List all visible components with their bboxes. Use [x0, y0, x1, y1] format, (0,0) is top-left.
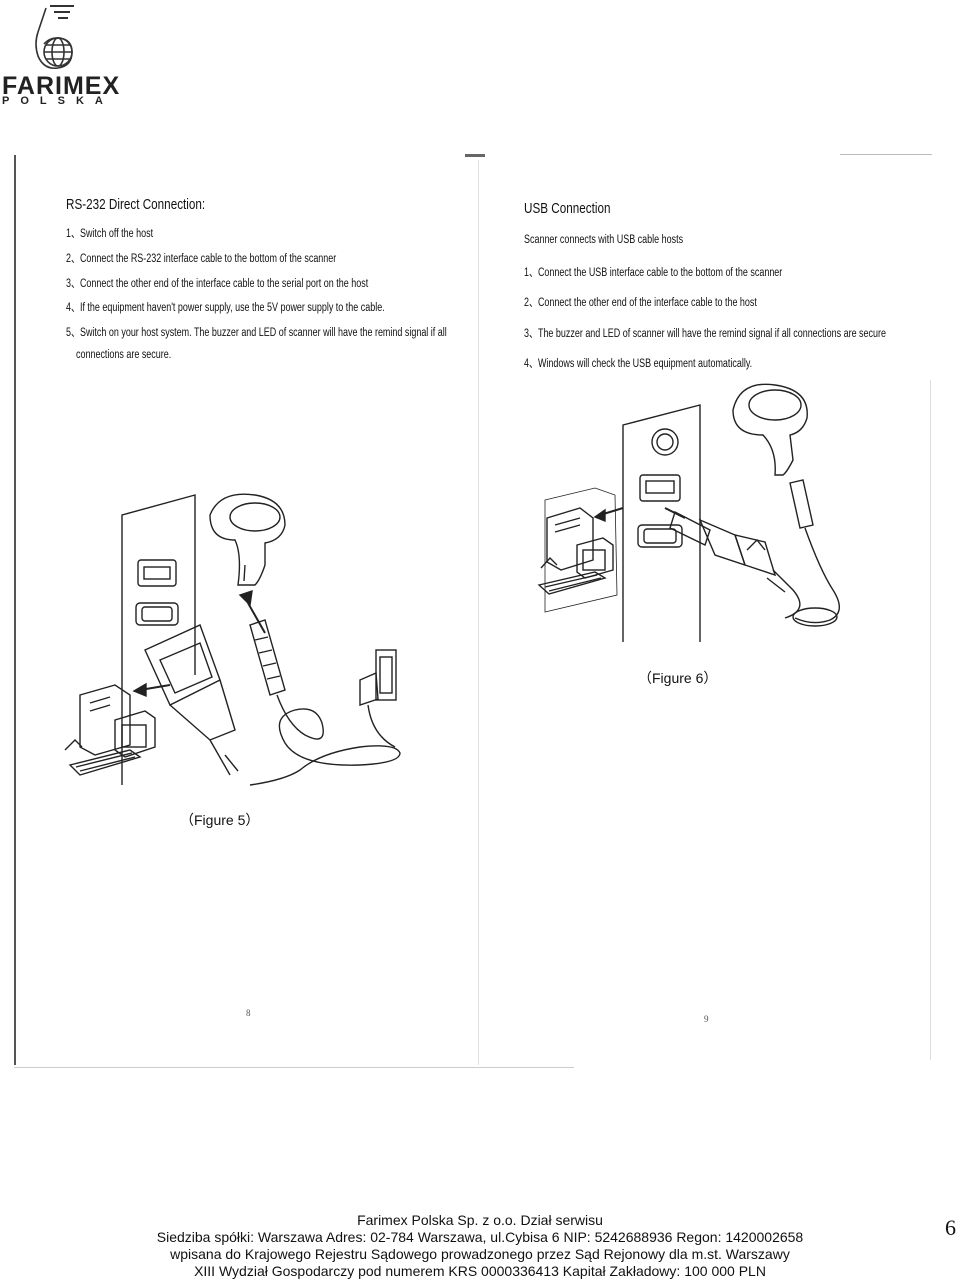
scanned-manual-pages [14, 152, 934, 1070]
usb-step: 4、Windows will check the USB equipment a… [524, 358, 753, 370]
rs232-step: 3、Connect the other end of the interface… [66, 278, 369, 290]
scan-edge [465, 154, 485, 157]
usb-intro: Scanner connects with USB cable hosts [524, 234, 684, 246]
usb-step: 1、Connect the USB interface cable to the… [524, 267, 783, 279]
rs232-title: RS-232 Direct Connection: [66, 196, 206, 213]
usb-step: 3、The buzzer and LED of scanner will hav… [524, 328, 886, 340]
footer-line-registry: wpisana do Krajowego Rejestru Sądowego p… [170, 1246, 790, 1262]
page-fold [478, 160, 479, 1065]
footer-line-capital: XIII Wydział Gospodarczy pod numerem KRS… [194, 1263, 766, 1279]
company-logo: FARIMEX POLSKA [0, 0, 120, 112]
left-page-number: 8 [246, 1008, 251, 1018]
rs232-step: 2、Connect the RS-232 interface cable to … [66, 253, 337, 265]
figure-6-caption: （Figure 6） [638, 670, 718, 686]
rs232-step: 4、If the equipment haven't power supply,… [66, 302, 385, 314]
logo-name: FARIMEX [2, 72, 121, 100]
scan-edge [14, 155, 16, 1065]
document-page-number: 6 [945, 1215, 956, 1240]
logo-sub: POLSKA [2, 95, 114, 107]
scan-edge [840, 154, 932, 155]
usb-title: USB Connection [524, 200, 611, 217]
scan-edge [14, 1067, 574, 1068]
rs232-step-continued: connections are secure. [76, 349, 172, 361]
scan-edge [930, 380, 931, 1060]
farimex-globe-logo-icon [35, 5, 74, 70]
figure-5-caption: （Figure 5） [180, 812, 260, 828]
usb-step: 2、Connect the other end of the interface… [524, 297, 757, 309]
company-footer: Farimex Polska Sp. z o.o. Dział serwisu … [0, 1212, 960, 1280]
footer-line-address: Siedziba spółki: Warszawa Adres: 02-784 … [156, 1229, 804, 1245]
usb-connection-illustration [537, 383, 840, 642]
rs232-step: 1、Switch off the host [66, 228, 154, 240]
rs232-connection-illustration [64, 493, 401, 786]
right-page-number: 9 [704, 1014, 709, 1024]
rs232-step: 5、Switch on your host system. The buzzer… [66, 327, 447, 339]
footer-line-company: Farimex Polska Sp. z o.o. Dział serwisu [357, 1212, 603, 1228]
